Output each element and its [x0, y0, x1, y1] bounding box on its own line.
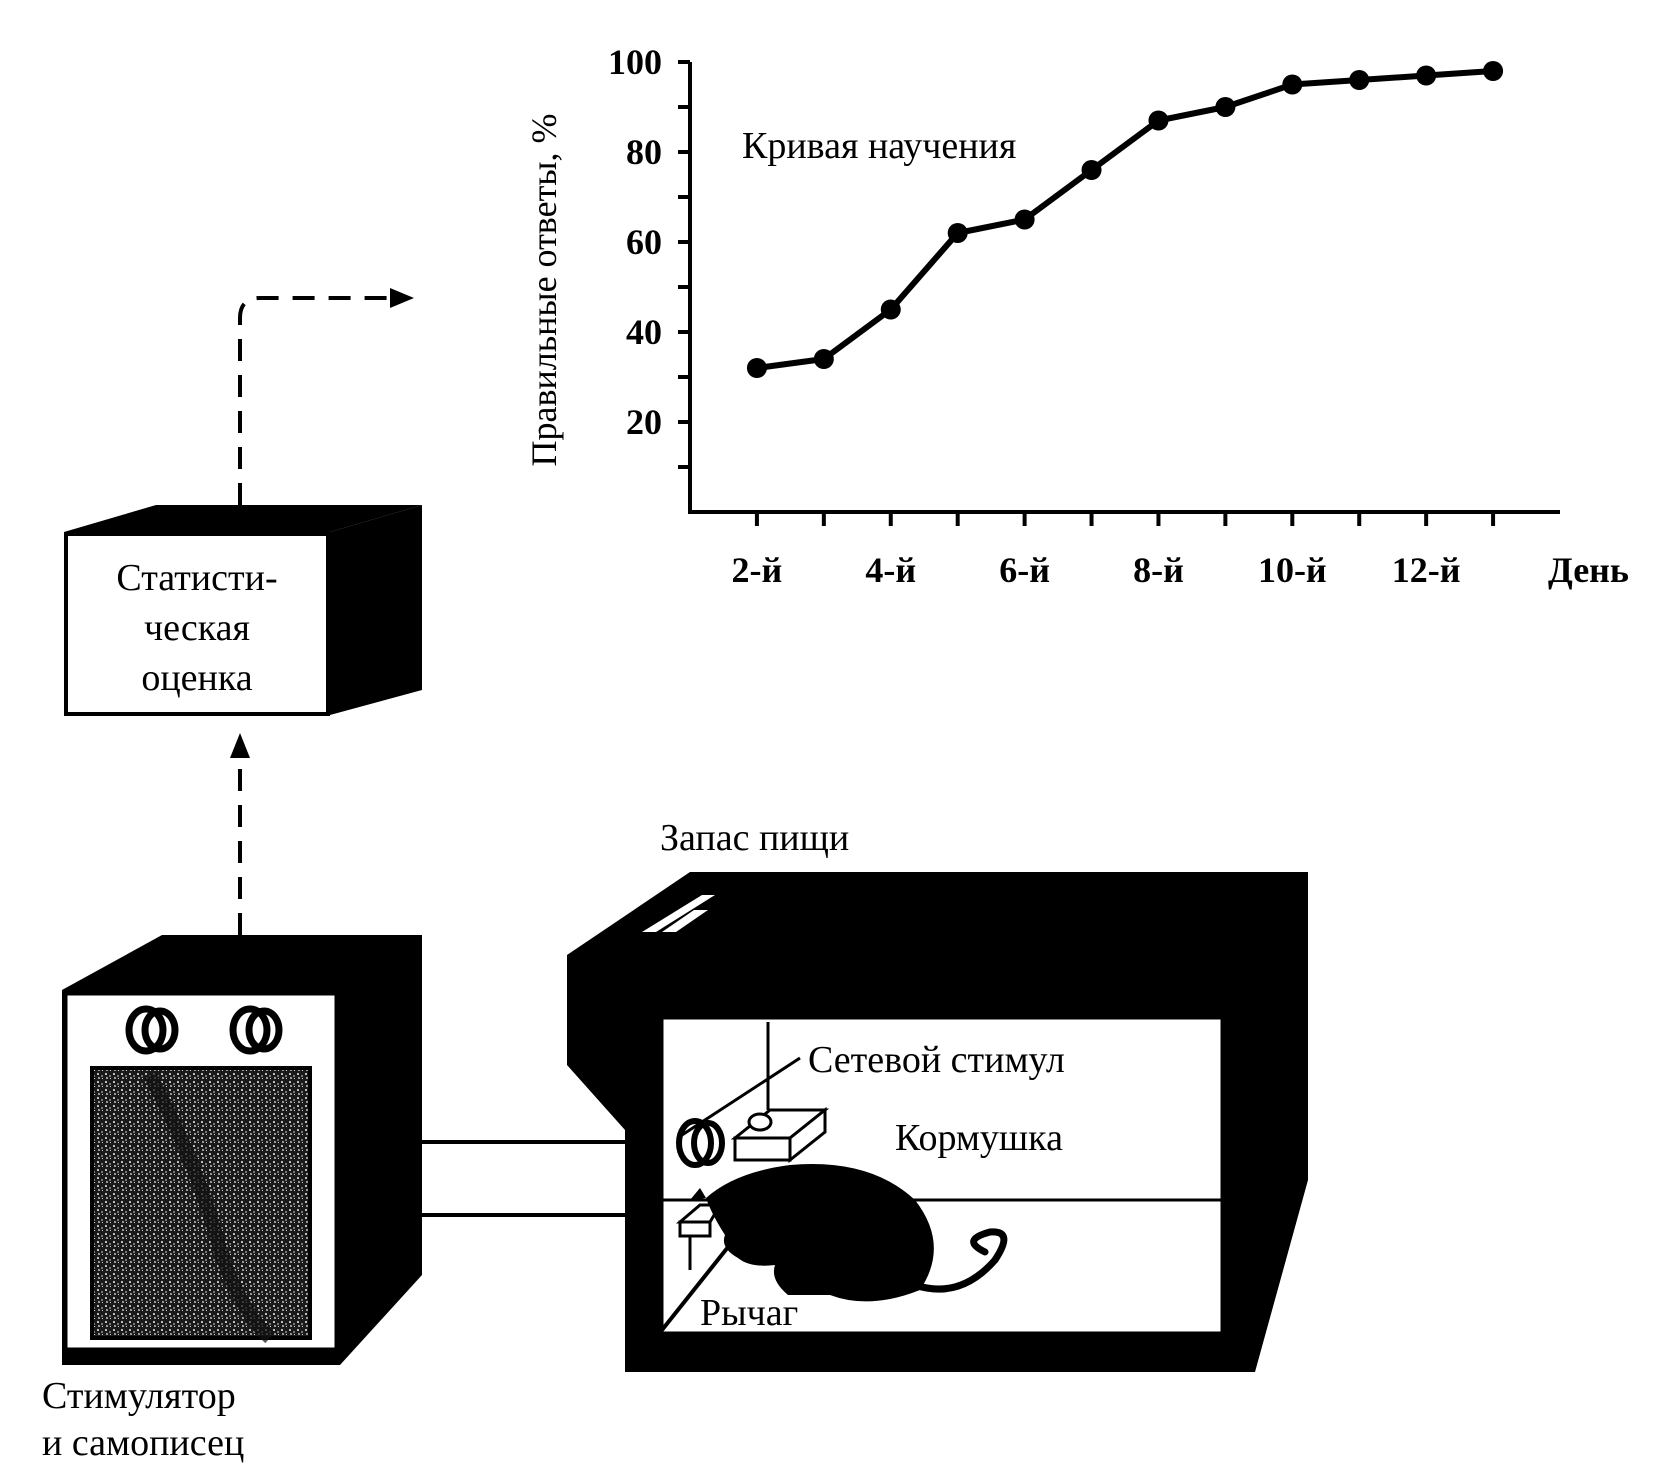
- rat-icon: [690, 1164, 1008, 1302]
- x-tick-label: 2-й: [732, 550, 783, 590]
- stimulator-recorder-box: [62, 935, 422, 1365]
- data-points: [746, 61, 1504, 378]
- data-point: [947, 223, 968, 243]
- svg-text:оценка: оценка: [141, 657, 252, 699]
- data-point: [1282, 74, 1303, 95]
- feeder-label: Кормушка: [895, 1117, 1063, 1159]
- speaker-icon: [676, 1118, 725, 1168]
- x-tick-label: 6-й: [999, 550, 1050, 590]
- data-point: [1416, 65, 1437, 86]
- knob-icon: [125, 1005, 179, 1055]
- stat-evaluation-box: Статисти- ческая оценка: [64, 505, 422, 716]
- y-ticks: 20 40 60 80 100: [608, 42, 690, 469]
- learning-curve-chart: 20 40 60 80 100 2-й 4-й 6-й 8-й 10-й 12-й Кривая …: [524, 42, 1629, 590]
- data-point: [746, 358, 767, 378]
- stimulator-label-2: и самописец: [42, 1422, 244, 1464]
- chart-title: Кривая научения: [742, 125, 1016, 167]
- data-point: [1014, 209, 1035, 230]
- y-tick-label: 60: [626, 222, 662, 262]
- stimulator-label: Стимулятор: [42, 1375, 236, 1417]
- svg-text:ческая: ческая: [144, 607, 250, 649]
- knob-icon: [229, 1005, 283, 1055]
- learning-curve-line: [756, 68, 1494, 371]
- data-point: [1215, 97, 1236, 117]
- food-supply-label: Запас пищи: [660, 817, 849, 859]
- x-tick-label: 4-й: [865, 550, 916, 590]
- data-point: [1148, 110, 1169, 131]
- feeder-icon: [730, 1106, 830, 1164]
- lever-label: Рычаг: [700, 1292, 798, 1334]
- data-point: [813, 349, 834, 369]
- x-tick-label: 12-й: [1392, 550, 1461, 590]
- data-point: [1081, 160, 1102, 180]
- svg-text:Статисти-: Статисти-: [116, 557, 277, 599]
- y-tick-label: 40: [626, 312, 662, 352]
- skinner-box: [567, 872, 1308, 1372]
- x-tick-label: 8-й: [1133, 550, 1184, 590]
- net-stimulus-label: Сетевой стимул: [808, 1039, 1065, 1081]
- x-axis-label: День: [1548, 550, 1629, 590]
- y-axis-label: Правильные ответы, %: [524, 114, 564, 467]
- data-point: [880, 299, 901, 320]
- data-point: [1349, 70, 1370, 90]
- y-tick-label: 80: [626, 132, 662, 172]
- arrowhead-up-icon: [230, 733, 250, 758]
- y-tick-label: 100: [608, 42, 662, 82]
- arrowhead-right-icon: [390, 288, 414, 308]
- x-tick-label: 10-й: [1258, 550, 1327, 590]
- x-ticks: 2-й 4-й 6-й 8-й 10-й 12-й: [732, 512, 1496, 590]
- data-point: [1483, 61, 1504, 81]
- y-tick-label: 20: [626, 402, 662, 442]
- dashed-arrow-output: [238, 296, 395, 505]
